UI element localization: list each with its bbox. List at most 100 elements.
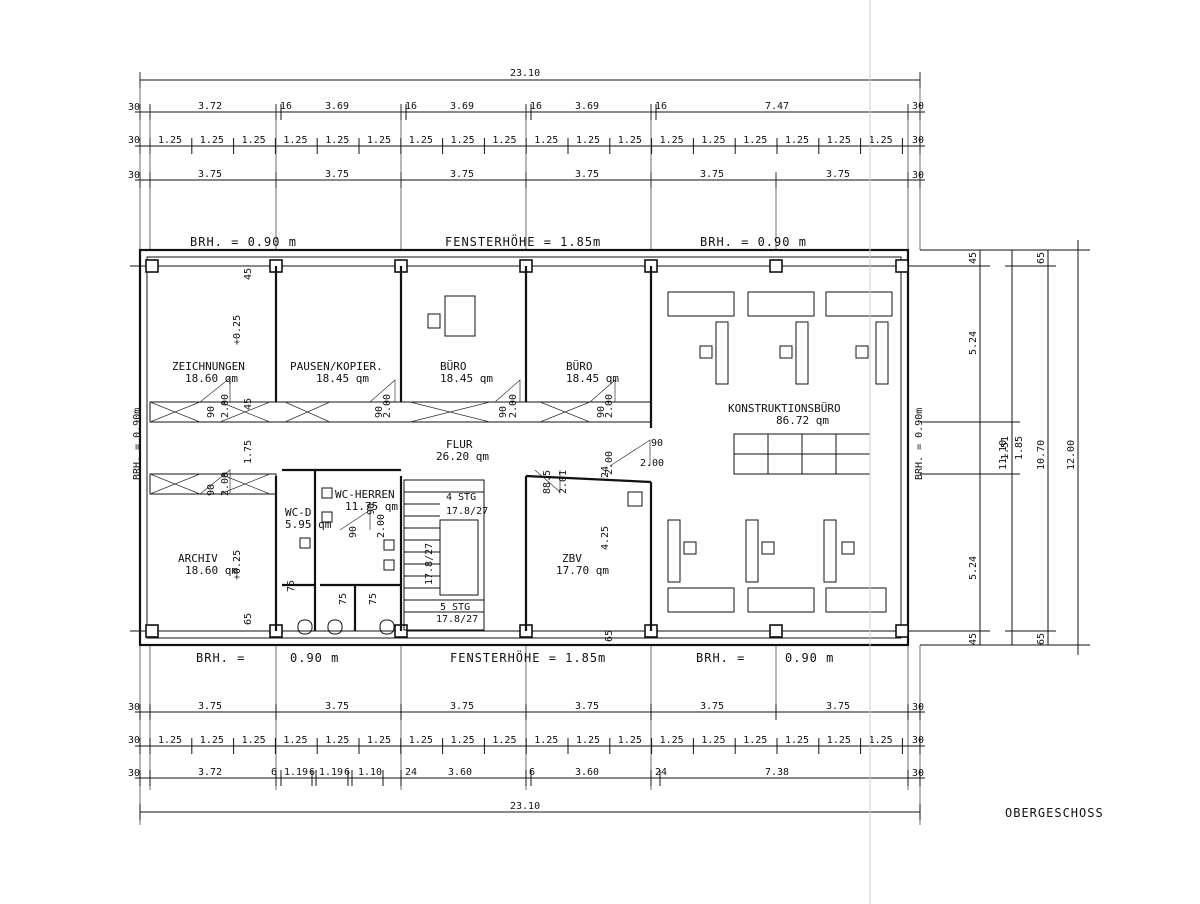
dim-bot-r1-0: 30: [128, 702, 140, 713]
dim-right-span1: 11.10: [998, 440, 1009, 470]
dim-bot-r2-14: 1.25: [701, 735, 725, 746]
int-dim-10: 2.00: [508, 394, 519, 418]
dim-right-mid-0: 65: [1036, 252, 1047, 264]
stair-label-3: 5 STG: [440, 602, 470, 613]
int-dim-23: 88.5: [542, 470, 553, 494]
dim-top-r2-11: 1.25: [576, 135, 600, 146]
structural-column: [769, 624, 783, 638]
room-name-archiv: ARCHIV: [178, 552, 218, 565]
room-area-wc-herren: 11.75 qm: [345, 500, 398, 513]
window-note-bottom-4: 0.90 m: [785, 651, 834, 665]
dim-top-r3-6: 3.75: [826, 169, 850, 180]
dim-top-r2-14: 1.25: [701, 135, 725, 146]
dim-bot-r2-6: 1.25: [367, 735, 391, 746]
window-note-top-center: FENSTERHÖHE = 1.85m: [445, 233, 601, 249]
dim-top-r2-start: 30: [128, 135, 140, 146]
room-area-pausen-kopier: 18.45 qm: [316, 372, 369, 385]
dim-bot-r3-2: 6: [271, 767, 277, 778]
dim-bot-r1-5: 3.75: [700, 701, 724, 712]
stair-labels: 4 STG 17.8/27 17.8/27 5 STG 17.8/27: [424, 492, 488, 625]
dim-bot-r2-16: 1.25: [785, 735, 809, 746]
int-dim-17: 90: [206, 484, 217, 496]
int-dim-20: 2.01: [558, 470, 569, 494]
dim-bot-r2-15: 1.25: [743, 735, 767, 746]
dim-bot-r2-18: 1.25: [869, 735, 893, 746]
dim-bot-r3-9: 3.60: [448, 767, 472, 778]
dim-bot-r2-10: 1.25: [534, 735, 558, 746]
stair-label-1: 17.8/27: [446, 506, 488, 517]
dim-top-r1-6: 16: [530, 101, 542, 112]
dim-top-r2-6: 1.25: [367, 135, 391, 146]
room-area-archiv: 18.60 qm: [185, 564, 238, 577]
dim-top-r3-5: 3.75: [700, 169, 724, 180]
dim-right-inner-0: 45: [968, 252, 979, 264]
int-dim-19: 2.00: [640, 458, 664, 469]
int-dim-22: 24: [600, 466, 611, 478]
int-dim-9: 2.00: [382, 394, 393, 418]
room-name-wc-d: WC-D: [285, 506, 312, 519]
dim-bot-r2-9: 1.25: [492, 735, 516, 746]
room-name-zbv: ZBV: [562, 552, 582, 565]
dim-bot-r1-1: 3.75: [198, 701, 222, 712]
dim-top-r1-5: 3.69: [450, 101, 474, 112]
dim-bot-r3-1: 3.72: [198, 767, 222, 778]
dim-top-r2-15: 1.25: [743, 135, 767, 146]
dim-top-r3-7: 30: [912, 170, 924, 181]
room-area-konstruktionsbuero: 86.72 qm: [776, 414, 829, 427]
room-name-flur: FLUR: [446, 438, 473, 451]
stair-label-4: 17.8/27: [436, 614, 478, 625]
dim-top-r2-16: 1.25: [785, 135, 809, 146]
int-dim-5: 45: [243, 398, 254, 410]
int-dim-13: 90: [206, 406, 217, 418]
dim-right-inner-1: 5.24: [968, 331, 979, 355]
room-area-buero-1: 18.45 qm: [440, 372, 493, 385]
int-dim-6: 65: [604, 630, 615, 642]
int-dim-2: 1.75: [243, 440, 254, 464]
window-note-bottom-1: 0.90 m: [290, 651, 339, 665]
room-name-konstruktionsbuero: KONSTRUKTIONSBÜRO: [728, 402, 841, 415]
dim-bot-r2-8: 1.25: [451, 735, 475, 746]
room-name-buero-2: BÜRO: [566, 360, 593, 373]
window-note-top-left: BRH. = 0.90 m: [190, 235, 297, 249]
dim-bot-r3-10: 6: [529, 767, 535, 778]
dim-top-r2-5: 1.25: [325, 135, 349, 146]
dim-top-r3-3: 3.75: [450, 169, 474, 180]
dim-right-mid-1: 1.85: [1014, 436, 1025, 460]
dim-right-inner-4: 45: [968, 633, 979, 645]
dim-top-r2-13: 1.25: [660, 135, 684, 146]
dim-bot-r3-8: 24: [405, 767, 417, 778]
structural-column: [145, 624, 159, 638]
dim-right-span3: 12.00: [1066, 440, 1077, 470]
dim-bot-r3-5: 1.19: [319, 767, 343, 778]
dim-top-r2-17: 1.25: [827, 135, 851, 146]
dim-bot-r3-14: 30: [912, 768, 924, 779]
dim-bot-r2-start: 30: [128, 735, 140, 746]
dim-top-r3-1: 3.75: [198, 169, 222, 180]
dim-top-r2-12: 1.25: [618, 135, 642, 146]
int-dim-4: 65: [243, 613, 254, 625]
dim-top-r2-10: 1.25: [534, 135, 558, 146]
room-labels: ZEICHNUNGEN 18.60 qm PAUSEN/KOPIER. 18.4…: [172, 360, 841, 577]
dim-top-r1-1: 3.72: [198, 101, 222, 112]
int-dim-24: 75: [286, 580, 297, 592]
dim-bot-r2-2: 1.25: [200, 735, 224, 746]
dim-top-r1-0: 30: [128, 102, 140, 113]
room-area-buero-2: 18.45 qm: [566, 372, 619, 385]
dim-bot-r3-13: 7.38: [765, 767, 789, 778]
dim-right-mid-2: 65: [1036, 633, 1047, 645]
dim-overall-bottom: 23.10: [510, 801, 540, 812]
room-area-zbv: 17.70 qm: [556, 564, 609, 577]
dim-bot-r1-6: 3.75: [826, 701, 850, 712]
window-note-bottom-2: FENSTERHÖHE = 1.85m: [450, 649, 606, 665]
structural-column: [895, 259, 909, 273]
dim-bot-r3-0: 30: [128, 768, 140, 779]
dim-bot-r2-1: 1.25: [158, 735, 182, 746]
int-dim-26: 75: [368, 593, 379, 605]
dim-top-r2-7: 1.25: [409, 135, 433, 146]
int-dim-18: 90: [651, 438, 663, 449]
structural-column: [145, 259, 159, 273]
dim-top-r2-4: 1.25: [283, 135, 307, 146]
dim-right-inner-3: 5.24: [968, 556, 979, 580]
drawing-title: OBERGESCHOSS: [1005, 806, 1104, 820]
